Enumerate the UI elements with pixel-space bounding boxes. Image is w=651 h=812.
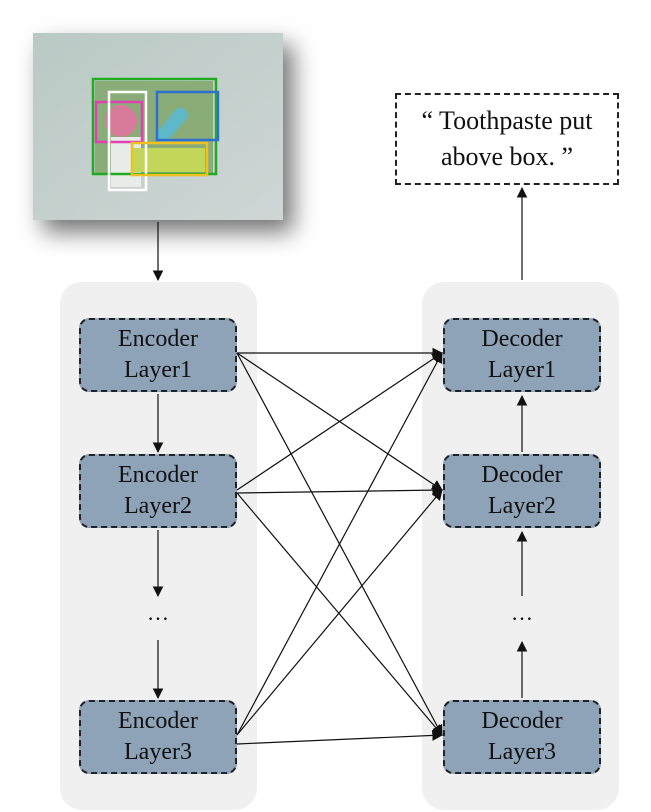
bbox-tube [155,90,220,142]
bbox-toothpaste [130,141,209,177]
decoder-ellipsis: … [511,600,533,625]
arrow-enc3-to-dec2 [236,489,443,736]
arrow-enc2-to-dec1 [236,352,443,491]
output-caption: “ Toothpaste put above box. ” [421,105,593,171]
decoder-layer-1: Decoder Layer1 [443,318,601,392]
encoder-ellipsis: … [147,600,169,625]
decoder-layer-3: Decoder Layer3 [443,700,601,774]
input-image [33,33,283,220]
encoder-layer-1: Encoder Layer1 [79,318,237,392]
output-caption-box: “ Toothpaste put above box. ” [395,93,619,185]
bbox-bottle [107,90,148,192]
arrow-enc2-to-dec2 [236,484,444,496]
arrow-enc3-to-dec3 [236,730,444,745]
arrow-enc2-to-dec3 [236,492,443,736]
cup-object [105,105,137,137]
encoder-layer-2: Encoder Layer2 [79,454,237,528]
decoder-layer-2: Decoder Layer2 [443,454,601,528]
encoder-layer-3: Encoder Layer3 [79,700,237,774]
bbox-cup [94,100,144,144]
tube-object [156,107,188,143]
arrow-enc3-to-dec1 [236,352,443,736]
